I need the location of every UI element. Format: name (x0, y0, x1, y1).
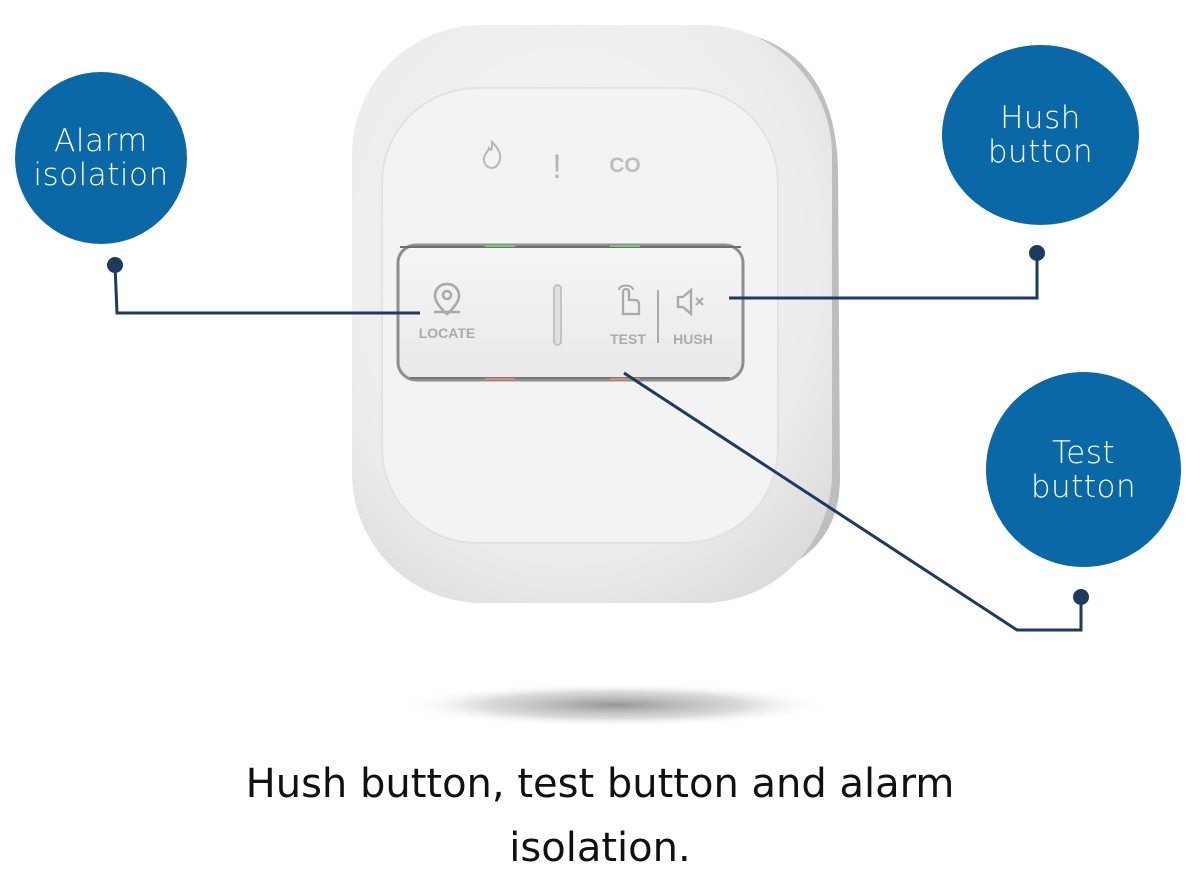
callout-alarm-line1: Alarm (54, 123, 148, 159)
callout-hush-button: Hush button (942, 45, 1139, 225)
callout-alarm-line2: isolation (33, 157, 169, 193)
hush-button[interactable] (660, 255, 740, 370)
caption-line2: isolation. (509, 825, 691, 871)
callout-alarm-isolation: Alarm isolation (15, 72, 187, 244)
callout-hush-line2: button (987, 134, 1094, 170)
connector-test-button (623, 371, 1083, 632)
locate-button[interactable] (405, 255, 540, 370)
connector-alarm-dot (107, 257, 123, 273)
connector-alarm-isolation (113, 264, 420, 315)
callout-test-line2: button (1030, 468, 1137, 505)
connector-hush-dot (1029, 245, 1045, 261)
center-slot (553, 284, 562, 346)
locate-label: LOCATE (419, 325, 476, 341)
callout-hush-line1: Hush (1000, 100, 1081, 136)
hush-label: HUSH (673, 331, 713, 347)
callout-test-button: Test button (986, 372, 1181, 567)
connector-test-dot (1073, 589, 1089, 605)
flame-icon (482, 139, 502, 170)
hand-press-icon (618, 284, 641, 316)
locate-pin-icon (433, 282, 461, 316)
caption-line1: Hush button, test button and alarm (245, 761, 955, 807)
figure-caption: Hush button, test button and alarm isola… (0, 752, 1200, 880)
floor-shadow (400, 683, 830, 727)
speaker-mute-icon (676, 287, 704, 317)
test-button[interactable] (600, 255, 658, 370)
status-co-label: CO (609, 154, 641, 177)
connector-hush-button (729, 253, 1039, 300)
status-alert-glyph: ! (552, 148, 561, 186)
callout-test-line1: Test (1051, 434, 1116, 471)
test-label: TEST (610, 331, 646, 347)
